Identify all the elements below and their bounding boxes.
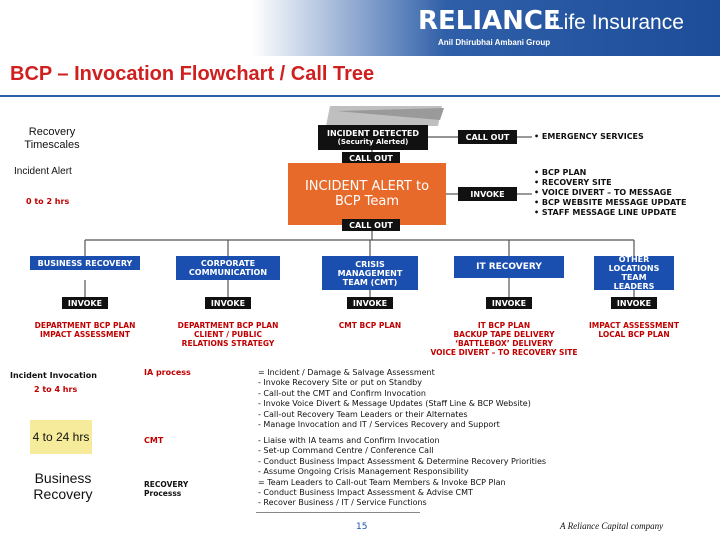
emergency-list: EMERGENCY SERVICES (534, 132, 644, 142)
invoke-corporate-communication: INVOKE (205, 297, 251, 309)
invoke-business-recovery: INVOKE (62, 297, 108, 309)
recovery-timescales-label: Recovery Timescales (24, 126, 80, 151)
cmt-step: - Liaise with IA teams and Confirm Invoc… (258, 436, 440, 445)
page-number: 15 (356, 522, 368, 532)
ia-step: - Invoke Voice Divert & Message Updates … (258, 399, 531, 409)
ia-steps-list: = Incident / Damage & Salvage Assessment… (258, 368, 531, 430)
call-out-teams-box: CALL OUT (342, 219, 400, 231)
incident-detected-box: INCIDENT DETECTED (Security Alerted) (318, 125, 428, 150)
brand-group: Anil Dhirubhai Ambani Group (438, 38, 551, 47)
cmt-step: - Recover Business / IT / Service Functi… (258, 498, 427, 508)
plan-other-locations: IMPACT ASSESSMENT LOCAL BCP PLAN (589, 321, 679, 339)
brand-suffix: Life Insurance (552, 11, 684, 34)
plan-crisis-management: CMT BCP PLAN (338, 321, 402, 330)
team-it-recovery: IT RECOVERY (454, 256, 564, 278)
footer-divider (256, 512, 420, 513)
cmt-step: - Set-up Command Centre / Conference Cal… (258, 446, 434, 456)
bcp-action-item: STAFF MESSAGE LINE UPDATE (534, 208, 686, 218)
cmt-process-label: CMT (144, 436, 164, 445)
plan-corporate-communication: DEPARTMENT BCP PLAN CLIENT / PUBLIC RELA… (177, 321, 279, 348)
bcp-actions-list: BCP PLAN RECOVERY SITE VOICE DIVERT – TO… (534, 168, 687, 218)
ia-step: = Incident / Damage & Salvage Assessment (258, 368, 435, 377)
ia-step: - Call-out the CMT and Confirm Invocatio… (258, 388, 426, 398)
plan-it-recovery: IT BCP PLAN BACKUP TAPE DELIVERY ‘BATTLE… (430, 321, 578, 357)
ia-process-label: IA process (144, 368, 191, 377)
incident-invocation-label: Incident Invocation (10, 371, 97, 380)
team-business-recovery: BUSINESS RECOVERY (30, 256, 140, 270)
ia-step: - Manage Invocation and IT / Services Re… (258, 420, 500, 430)
invocation-time-label: 2 to 4 hrs (34, 385, 78, 394)
call-out-emergency-box: CALL OUT (458, 130, 517, 144)
invoke-other-locations: INVOKE (611, 297, 657, 309)
team-corporate-communication: CORPORATE COMMUNICATION (176, 256, 280, 280)
footer-company: A Reliance Capital company (560, 521, 664, 531)
business-recovery-label: Business Recovery (33, 470, 93, 502)
cmt-steps-list: - Liaise with IA teams and Confirm Invoc… (258, 436, 546, 509)
alert-time-label: 0 to 2 hrs (26, 197, 70, 206)
ia-step: - Invoke Recovery Site or put on Standby (258, 378, 422, 388)
recovery-process-label: RECOVERY Processs (144, 480, 189, 498)
team-crisis-management: CRISIS MANAGEMENT TEAM (CMT) (322, 256, 418, 290)
bcp-action-item: RECOVERY SITE (534, 178, 686, 188)
invoke-it-recovery: INVOKE (486, 297, 532, 309)
cmt-step: - Assume Ongoing Crisis Management Respo… (258, 467, 469, 477)
ia-step: - Call-out Recovery Team Leaders or thei… (258, 409, 468, 419)
call-out-alert-box: CALL OUT (342, 152, 400, 164)
bcp-action-item: VOICE DIVERT – TO MESSAGE (534, 188, 686, 198)
brand-logo: RELIANCE (418, 6, 561, 36)
title-divider (0, 95, 720, 97)
page-title: BCP – Invocation Flowchart / Call Tree (10, 63, 375, 85)
emergency-item: EMERGENCY SERVICES (534, 132, 644, 142)
cmt-step: - Conduct Business Impact Assessment & D… (258, 456, 547, 466)
incident-alert-team-box: INCIDENT ALERT to BCP Team (288, 163, 446, 225)
incident-detected-text: INCIDENT DETECTED (326, 128, 420, 138)
header-bar (0, 0, 720, 56)
plan-business-recovery: DEPARTMENT BCP PLAN IMPACT ASSESSMENT (34, 321, 136, 339)
security-alerted-text: (Security Alerted) (337, 137, 409, 146)
cmt-step: = Team Leaders to Call-out Team Members … (258, 477, 506, 487)
incident-alert-label: Incident Alert (14, 166, 72, 177)
bcp-action-item: BCP PLAN (534, 168, 686, 178)
incident-shadow-arrow (336, 108, 444, 120)
invoke-crisis-management: INVOKE (347, 297, 393, 309)
team-other-locations: OTHER LOCATIONS TEAM LEADERS (594, 255, 674, 291)
bcp-action-item: BCP WEBSITE MESSAGE UPDATE (534, 198, 687, 208)
cmt-step: - Conduct Business Impact Assessment & A… (258, 488, 473, 498)
recovery-time-box: 4 to 24 hrs (30, 420, 92, 454)
invoke-bcp-box: INVOKE (458, 187, 517, 201)
